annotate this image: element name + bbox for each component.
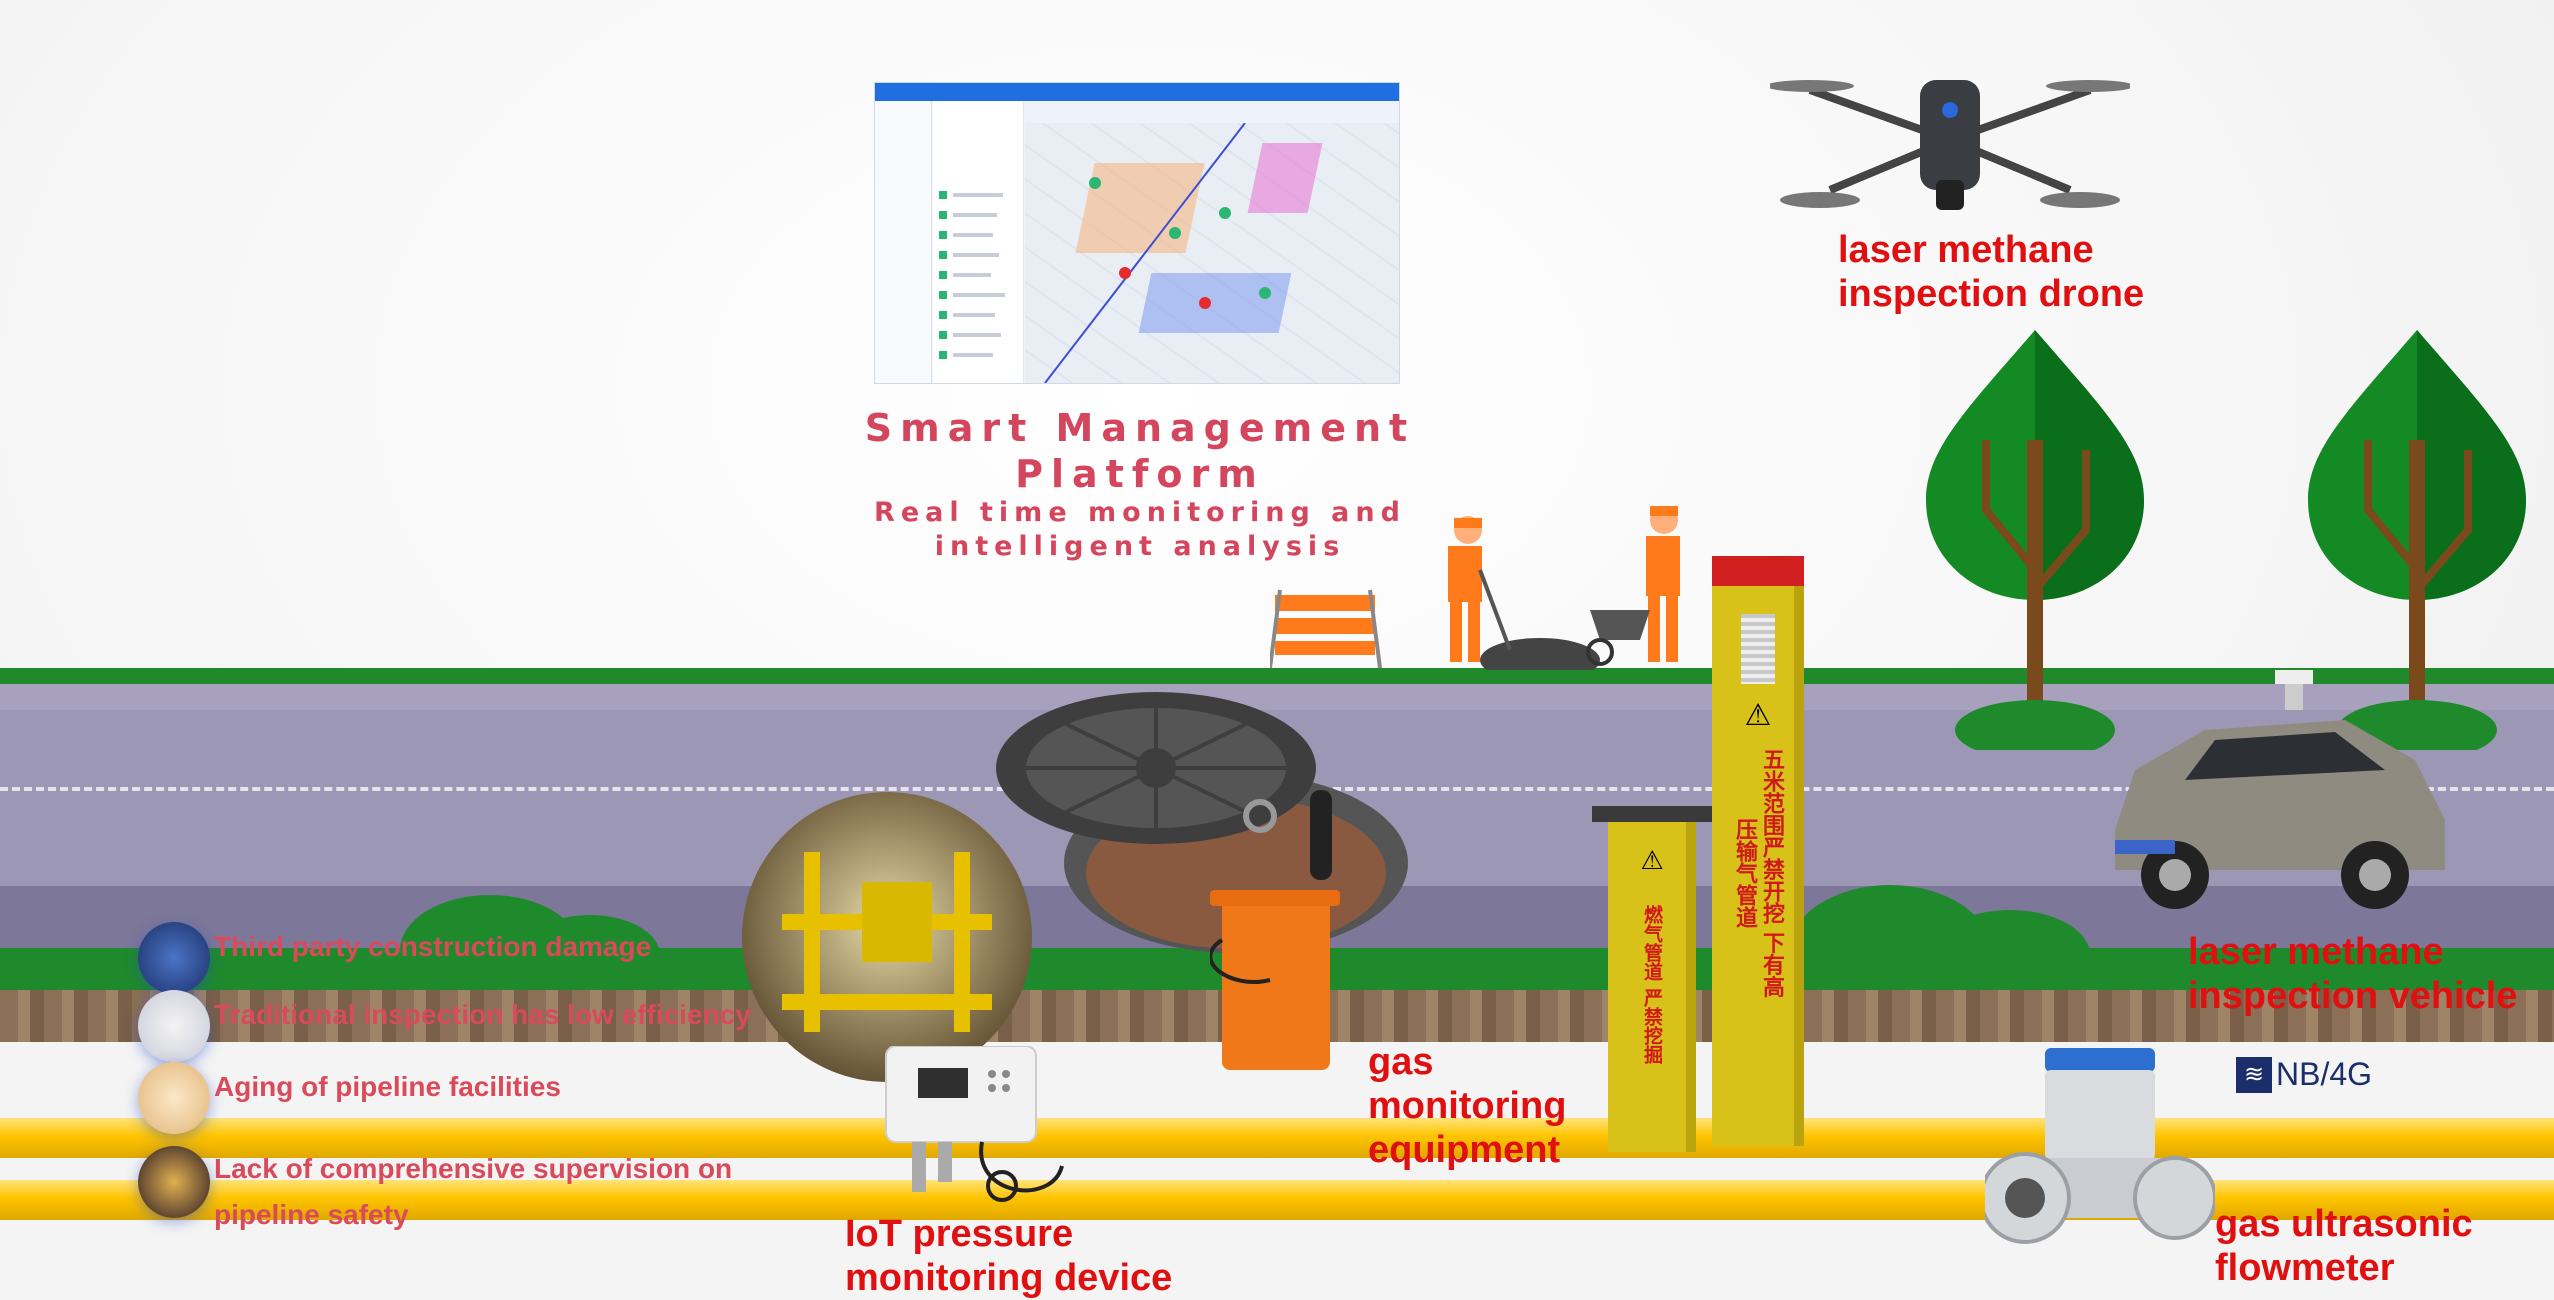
construction-scene bbox=[1270, 506, 1680, 670]
short-marker-text: 燃气管道 严禁挖掘 bbox=[1641, 904, 1663, 1064]
device-list-rows bbox=[939, 191, 1005, 359]
network-badge: ≋ NB/4G bbox=[2236, 1056, 2372, 1093]
tree-right bbox=[2308, 330, 2526, 760]
platform-subtitle: Real time monitoring and intelligent ana… bbox=[874, 497, 1406, 562]
road-curb bbox=[0, 684, 2554, 710]
tree-left bbox=[1926, 330, 2144, 760]
risk-item: Aging of pipeline facilities bbox=[138, 1062, 778, 1146]
risk-text: Traditional inspection has low efficienc… bbox=[214, 999, 751, 1030]
gas-monitoring-device-image bbox=[1210, 790, 1340, 1070]
marker-post-vent bbox=[1741, 614, 1775, 684]
drone-image bbox=[1770, 80, 2130, 210]
platform-header-bar bbox=[875, 83, 1399, 101]
network-label: NB/4G bbox=[2276, 1056, 2373, 1092]
supervision-icon bbox=[138, 1146, 210, 1218]
warning-triangle-icon: ⚠ bbox=[1640, 846, 1664, 876]
risk-item: Third party construction damage bbox=[138, 922, 778, 994]
road-barrier bbox=[1270, 589, 1382, 669]
tall-marker-text: 五米范围严禁开挖 下有高压输气管道 bbox=[1732, 748, 1784, 998]
worker-wheelbarrow bbox=[1586, 506, 1680, 666]
vehicle-label: laser methane inspection vehicle bbox=[2188, 931, 2518, 1017]
marker-post-cap bbox=[1712, 556, 1804, 586]
risk-item: Traditional inspection has low efficienc… bbox=[138, 990, 778, 1062]
iot-pressure-device-image bbox=[885, 1046, 1064, 1202]
tall-marker-post: ⚠ 五米范围严禁开挖 下有高压输气管道 bbox=[1712, 556, 1804, 1146]
inspector-icon bbox=[138, 990, 210, 1062]
short-marker-cap bbox=[1592, 806, 1712, 822]
platform-map bbox=[1025, 123, 1399, 383]
platform-screenshot bbox=[874, 82, 1400, 384]
map-markers bbox=[1044, 123, 1271, 383]
risk-text: Aging of pipeline facilities bbox=[214, 1071, 561, 1102]
worker-digging bbox=[1448, 516, 1512, 662]
pipeline-facility-icon bbox=[138, 1062, 210, 1134]
iot-pressure-label: IoT pressure monitoring device bbox=[845, 1213, 1173, 1299]
regulator-pipework bbox=[782, 852, 992, 1032]
risk-item: Lack of comprehensive supervision on pip… bbox=[138, 1146, 778, 1238]
platform-title: Smart Management Platform bbox=[864, 406, 1416, 496]
flowmeter-label: gas ultrasonic flowmeter bbox=[2215, 1203, 2473, 1289]
flowmeter-image bbox=[1985, 1048, 2215, 1244]
pressure-regulator-station-image bbox=[742, 792, 1032, 1082]
platform-device-list bbox=[933, 101, 1024, 383]
short-marker-post: ⚠ 燃气管道 严禁挖掘 bbox=[1592, 806, 1712, 1152]
grass-strip-top bbox=[0, 668, 2554, 684]
wifi-signal-icon: ≋ bbox=[2236, 1056, 2272, 1093]
risk-text: Lack of comprehensive supervision on pip… bbox=[214, 1153, 733, 1230]
risk-text: Third party construction damage bbox=[214, 931, 652, 962]
drone-label: laser methane inspection drone bbox=[1838, 229, 2145, 315]
construction-worker-icon bbox=[138, 922, 210, 994]
platform-sidebar bbox=[875, 101, 932, 383]
bush-left bbox=[400, 895, 660, 960]
gas-monitoring-label: gas monitoring equipment bbox=[1368, 1041, 1567, 1171]
warning-triangle-icon: ⚠ bbox=[1744, 698, 1772, 733]
risk-list: Third party construction damage Traditio… bbox=[138, 922, 778, 1238]
inspection-vehicle-image bbox=[2115, 670, 2445, 909]
bush-right bbox=[1790, 885, 2090, 960]
